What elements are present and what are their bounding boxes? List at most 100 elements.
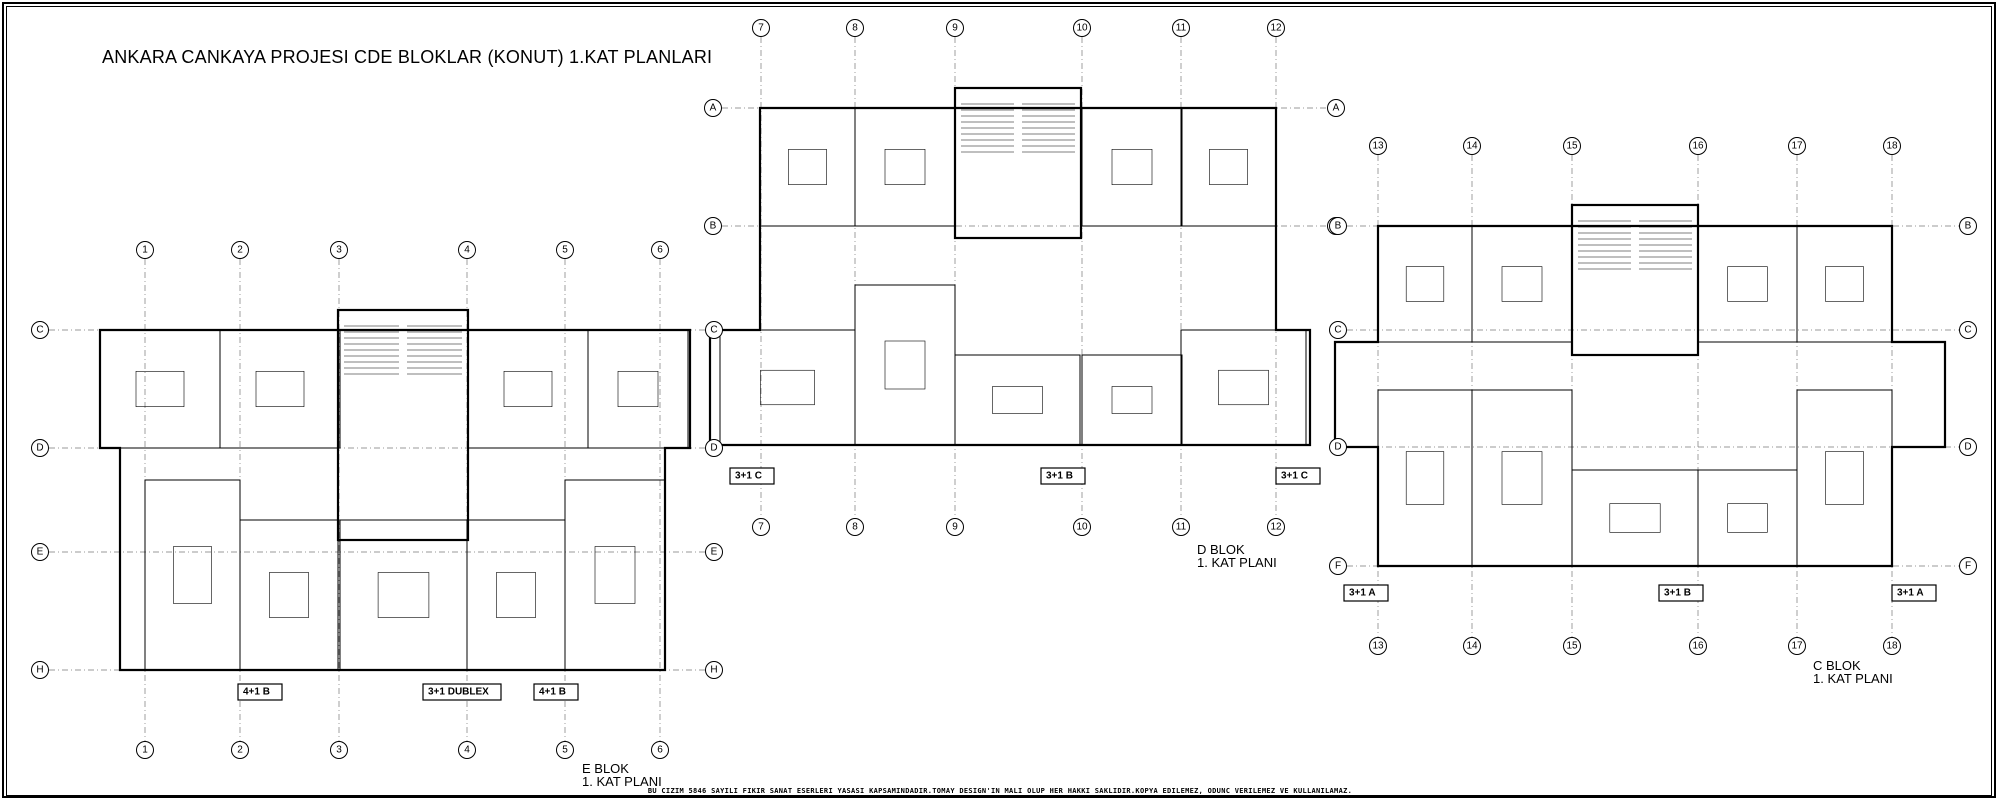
c-furniture-6 [1501,451,1543,505]
e-room-9 [564,479,666,671]
d-axis-bubble-A-right: A [1327,99,1345,117]
svg-text:3+1 A: 3+1 A [1349,588,1376,599]
svg-text:C: C [710,325,717,336]
svg-text:3+1 B: 3+1 B [1664,588,1691,599]
svg-text:D: D [36,443,43,454]
c-room-7 [1571,469,1699,567]
svg-text:7: 7 [758,522,764,533]
svg-text:C: C [36,325,43,336]
e-furniture-9 [594,546,636,604]
c-furniture-5 [1405,451,1445,505]
c-axis-bubble-13-top: 13 [1369,137,1387,155]
e-axis-bubble-1-bottom: 1 [136,741,154,759]
d-block-plan [708,86,1312,447]
e-outer-wall [98,328,692,672]
d-furniture-9 [1218,369,1269,406]
c-room-5 [1377,389,1473,567]
c-unit-tag-3: 3+1 A [1891,584,1937,602]
e-furniture-1 [135,370,185,407]
c-axis-bubble-B-right: B [1959,217,1977,235]
d-furniture-3 [1111,149,1153,186]
c-unit-tag-2: 3+1 B [1658,584,1704,602]
svg-text:E: E [711,547,718,558]
d-axis-bubble-B-left: B [704,217,722,235]
c-block-name: C BLOK [1813,658,1861,673]
d-axis-bubble-7-top: 7 [752,19,770,37]
e-furniture-5 [173,546,212,604]
e-room-7 [339,519,468,671]
d-unit-tag-3: 3+1 C [1275,467,1321,485]
c-axis-bubble-18-top: 18 [1883,137,1901,155]
d-furniture-7 [992,386,1043,414]
d-room-8 [1081,354,1183,446]
svg-text:10: 10 [1076,23,1088,34]
e-axis-bubble-3-top: 3 [330,241,348,259]
svg-text:A: A [1333,103,1340,114]
svg-text:B: B [1965,221,1972,232]
svg-text:12: 12 [1270,23,1282,34]
svg-text:3: 3 [336,745,342,756]
svg-text:2: 2 [237,745,243,756]
d-axis-bubble-8-top: 8 [846,19,864,37]
d-room-1 [759,107,856,227]
e-axis-bubble-6-top: 6 [651,241,669,259]
drawing-title: ANKARA CANKAYA PROJESI CDE BLOKLAR (KONU… [102,47,713,67]
svg-text:B: B [710,221,717,232]
c-furniture-1 [1405,266,1445,302]
d-furniture-4 [1209,149,1248,186]
c-axis-bubble-16-bottom: 16 [1689,637,1707,655]
d-outer-wall [708,106,1312,447]
c-axis-bubble-F-right: F [1959,557,1977,575]
svg-text:18: 18 [1886,641,1898,652]
c-room-3 [1697,225,1798,343]
c-unit-tag-1: 3+1 A [1343,584,1389,602]
svg-text:E: E [37,547,44,558]
c-furniture-9 [1825,451,1864,505]
e-block-plan [98,308,692,672]
grid-axes-layer [49,37,1959,741]
e-unit-tag-3: 4+1 B [533,683,579,701]
svg-text:2: 2 [237,245,243,256]
svg-text:3+1 B: 3+1 B [1046,471,1073,482]
e-axis-bubble-H-right: H [705,661,723,679]
c-stair-core [1570,203,1700,357]
d-room-3 [1081,107,1183,227]
e-block-caption: E BLOK 1. KAT PLANI [582,762,662,788]
c-room-1 [1377,225,1473,343]
e-room-8 [466,519,566,671]
sheet-border-inner [6,6,1992,796]
e-axis-bubble-H-left: H [31,661,49,679]
d-room-6 [854,284,956,446]
c-axis-bubble-14-top: 14 [1463,137,1481,155]
c-furniture-7 [1609,503,1661,533]
svg-text:4+1 B: 4+1 B [243,687,270,698]
svg-text:13: 13 [1372,141,1384,152]
c-axis-bubble-14-bottom: 14 [1463,637,1481,655]
svg-text:11: 11 [1176,23,1187,34]
svg-text:H: H [710,665,717,676]
d-room-9 [1180,329,1307,446]
e-furniture-6 [269,572,309,618]
c-axis-bubble-15-top: 15 [1563,137,1581,155]
svg-text:F: F [1965,561,1971,572]
c-room-6 [1471,389,1573,567]
e-axis-bubble-C-right: C [705,321,723,339]
e-unit-tag-2: 3+1 DUBLEX [422,683,502,701]
e-room-4 [587,329,689,449]
svg-text:5: 5 [562,745,568,756]
d-furniture-1 [788,149,827,186]
d-axis-bubble-10-top: 10 [1073,19,1091,37]
svg-text:16: 16 [1692,641,1704,652]
c-room-4 [1796,225,1893,343]
e-axis-bubble-2-top: 2 [231,241,249,259]
svg-text:6: 6 [657,245,663,256]
d-furniture-6 [884,340,926,390]
e-room-1 [99,329,221,449]
d-axis-bubble-9-top: 9 [946,19,964,37]
e-stair-core [336,308,470,542]
e-axis-bubble-2-bottom: 2 [231,741,249,759]
e-axis-bubble-4-bottom: 4 [458,741,476,759]
